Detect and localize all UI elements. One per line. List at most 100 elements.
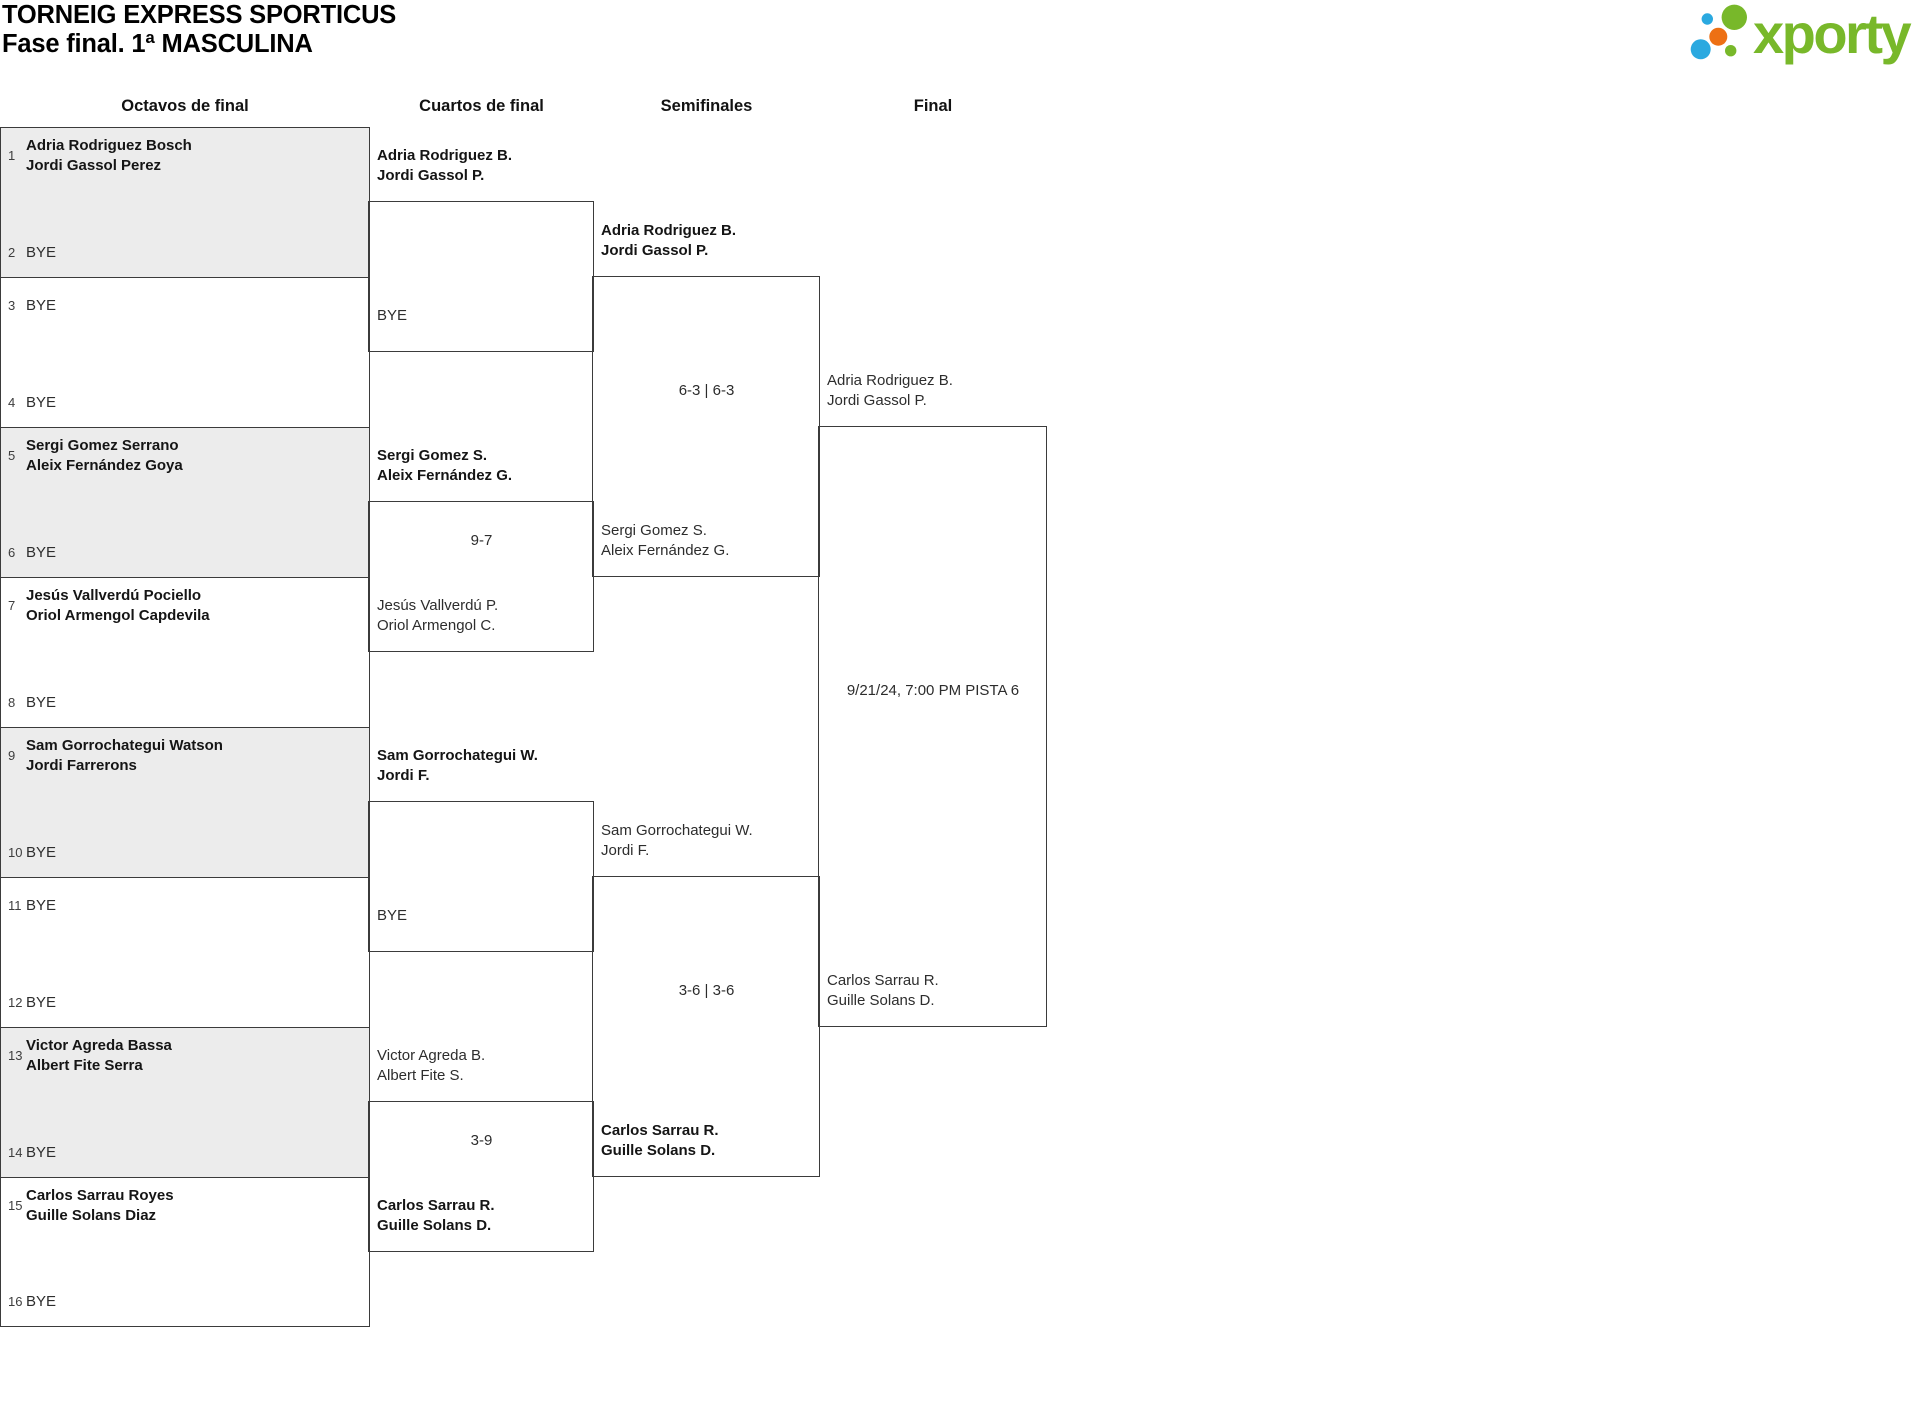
cuartos-1-top-team: Adria Rodriguez B. Jordi Gassol P. <box>377 146 589 186</box>
xporty-logo[interactable]: xporty <box>1688 0 1920 70</box>
bye-label: BYE <box>26 694 57 711</box>
player-name: Sergi Gomez S. <box>377 447 488 464</box>
seed-number: 4 <box>8 395 16 410</box>
column-header-cuartos: Cuartos de final <box>419 97 544 115</box>
final-match <box>818 426 1047 1027</box>
seed-number: 6 <box>8 545 16 560</box>
player-name: Guille Solans D. <box>827 992 935 1009</box>
player-name: Sergi Gomez S. <box>601 522 707 539</box>
seed-number: 5 <box>8 448 16 463</box>
player-name: Sam Gorrochategui W. <box>377 747 538 764</box>
bye-label: BYE <box>26 244 57 261</box>
player-name: Guille Solans D. <box>601 1142 716 1159</box>
team-slot-bottom: 10 BYE <box>1 843 369 863</box>
semifinal-2-score: 3-6 | 3-6 <box>678 982 735 999</box>
team-slot-bottom: 12 BYE <box>1 993 369 1013</box>
octavos-match-5: 9 Sam Gorrochategui Watson Jordi Farrero… <box>0 727 370 877</box>
team-slot-bottom: 16 BYE <box>1 1292 369 1312</box>
player-name: Albert Fite S. <box>377 1067 464 1084</box>
team-name: Sergi Gomez Serrano Aleix Fernández Goya <box>26 436 183 476</box>
seed-number: 3 <box>8 298 16 313</box>
player-name: Victor Agreda B. <box>377 1047 486 1064</box>
bye-label: BYE <box>377 907 408 924</box>
player-name: Carlos Sarrau R. <box>827 972 939 989</box>
player-name: Aleix Fernández Goya <box>26 457 183 474</box>
final-schedule: 9/21/24, 7:00 PM PISTA 6 <box>846 682 1020 699</box>
player-name: Carlos Sarrau R. <box>377 1197 495 1214</box>
player-name: Jordi Farrerons <box>26 757 137 774</box>
bye-label: BYE <box>26 394 57 411</box>
seed-number: 2 <box>8 245 16 260</box>
final-top-team: Adria Rodriguez B. Jordi Gassol P. <box>827 371 1039 411</box>
octavos-match-7: 13 Victor Agreda Bassa Albert Fite Serra… <box>0 1027 370 1177</box>
team-slot-bottom: 8 BYE <box>1 693 369 713</box>
team-name: Jesús Vallverdú Pociello Oriol Armengol … <box>26 586 210 626</box>
team-name: Adria Rodriguez Bosch Jordi Gassol Perez <box>26 136 192 176</box>
bye-label: BYE <box>26 897 57 914</box>
column-header-octavos: Octavos de final <box>121 97 249 115</box>
player-name: Jordi F. <box>377 767 430 784</box>
seed-number: 14 <box>8 1145 23 1160</box>
player-name: Jordi F. <box>601 842 650 859</box>
team-slot-bottom: 14 BYE <box>1 1143 369 1163</box>
team-slot-top: 3 BYE <box>1 286 369 326</box>
team-name: Victor Agreda Bassa Albert Fite Serra <box>26 1036 172 1076</box>
player-name: Jordi Gassol Perez <box>26 157 162 174</box>
semifinal-1-score: 6-3 | 6-3 <box>678 382 735 399</box>
bye-label: BYE <box>26 1144 57 1161</box>
player-name: Oriol Armengol C. <box>377 617 496 634</box>
logo-dot-small-green <box>1725 45 1737 57</box>
octavos-match-8: 15 Carlos Sarrau Royes Guille Solans Dia… <box>0 1177 370 1327</box>
team-slot-top: 7 Jesús Vallverdú Pociello Oriol Armengo… <box>1 586 369 626</box>
logo-dot-orange <box>1709 27 1728 46</box>
player-name: Jesús Vallverdú P. <box>377 597 499 614</box>
logo-dot-small-blue <box>1701 13 1713 25</box>
player-name: Jordi Gassol P. <box>601 242 709 259</box>
cuartos-2-bottom-team: Jesús Vallverdú P. Oriol Armengol C. <box>377 596 589 636</box>
column-header-final: Final <box>913 97 953 115</box>
semifinal-2-top-team: Sam Gorrochategui W. Jordi F. <box>601 821 813 861</box>
octavos-match-2: 3 BYE 4 BYE <box>0 277 370 427</box>
seed-number: 1 <box>8 148 16 163</box>
bye-label: BYE <box>377 307 408 324</box>
logo-dot-big-blue <box>1690 39 1711 60</box>
bye-label: BYE <box>26 1293 57 1310</box>
seed-number: 16 <box>8 1294 23 1309</box>
player-name: Jesús Vallverdú Pociello <box>26 587 202 604</box>
cuartos-2-score: 9-7 <box>470 532 493 549</box>
team-name: BYE <box>26 886 56 926</box>
bye-label: BYE <box>26 544 57 561</box>
seed-number: 10 <box>8 845 23 860</box>
team-slot-top: 5 Sergi Gomez Serrano Aleix Fernández Go… <box>1 436 369 476</box>
seed-number: 8 <box>8 695 16 710</box>
team-slot-top: 9 Sam Gorrochategui Watson Jordi Farrero… <box>1 736 369 776</box>
cuartos-4-bottom-team: Carlos Sarrau R. Guille Solans D. <box>377 1196 589 1236</box>
cuartos-1-bottom-team: BYE <box>377 296 589 336</box>
cuartos-4-top-team: Victor Agreda B. Albert Fite S. <box>377 1046 589 1086</box>
player-name: Adria Rodriguez B. <box>377 147 513 164</box>
player-name: Carlos Sarrau Royes <box>26 1187 174 1204</box>
player-name: Guille Solans D. <box>377 1217 492 1234</box>
team-name: Carlos Sarrau Royes Guille Solans Diaz <box>26 1186 174 1226</box>
player-name: Victor Agreda Bassa <box>26 1037 172 1054</box>
tournament-title: TORNEIG EXPRESS SPORTICUS <box>2 1 397 29</box>
seed-number: 13 <box>8 1048 23 1063</box>
final-bottom-team: Carlos Sarrau R. Guille Solans D. <box>827 971 1039 1011</box>
cuartos-3-bottom-team: BYE <box>377 896 589 936</box>
logo-dot-big-green <box>1721 4 1747 31</box>
phase-subtitle: Fase final. 1ª MASCULINA <box>2 30 313 58</box>
team-slot-top: 1 Adria Rodriguez Bosch Jordi Gassol Per… <box>1 136 369 176</box>
team-slot-top: 11 BYE <box>1 886 369 926</box>
seed-number: 15 <box>8 1198 23 1213</box>
octavos-match-6: 11 BYE 12 BYE <box>0 877 370 1027</box>
header: TORNEIG EXPRESS SPORTICUS Fase final. 1ª… <box>2 1 396 59</box>
team-name: BYE <box>26 286 56 326</box>
player-name: Guille Solans Diaz <box>26 1207 157 1224</box>
team-slot-top: 15 Carlos Sarrau Royes Guille Solans Dia… <box>1 1186 369 1226</box>
cuartos-3-top-team: Sam Gorrochategui W. Jordi F. <box>377 746 589 786</box>
octavos-match-1: 1 Adria Rodriguez Bosch Jordi Gassol Per… <box>0 127 370 277</box>
player-name: Albert Fite Serra <box>26 1057 143 1074</box>
semifinal-1-bottom-team: Sergi Gomez S. Aleix Fernández G. <box>601 521 813 561</box>
team-name: Sam Gorrochategui Watson Jordi Farrerons <box>26 736 223 776</box>
